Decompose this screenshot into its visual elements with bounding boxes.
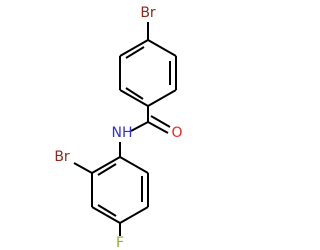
bond [91,156,121,174]
double-bond-inner [125,46,145,59]
carbonyl-double-bond [147,121,169,134]
bond [119,89,149,107]
atom-br-top: Br [140,5,156,21]
carbonyl-double-bond [150,115,171,128]
molecule-structure: Br NH O Br F [54,5,182,250]
atom-br-mid: Br [54,149,70,165]
double-bond-inner [97,204,117,217]
atom-nh: NH [112,125,133,141]
bond [119,39,149,57]
bond [73,162,93,174]
bond [119,206,149,224]
atom-f: F [116,235,124,250]
atom-o: O [171,125,182,141]
bond [130,121,149,132]
bromofluorophenyl-ring [91,156,149,224]
bond [91,206,121,224]
bond [147,39,177,57]
double-bond-inner [125,87,144,100]
bond [119,156,149,174]
double-bond-inner [97,163,117,176]
bromophenyl-ring [119,39,177,107]
bond [147,89,177,107]
